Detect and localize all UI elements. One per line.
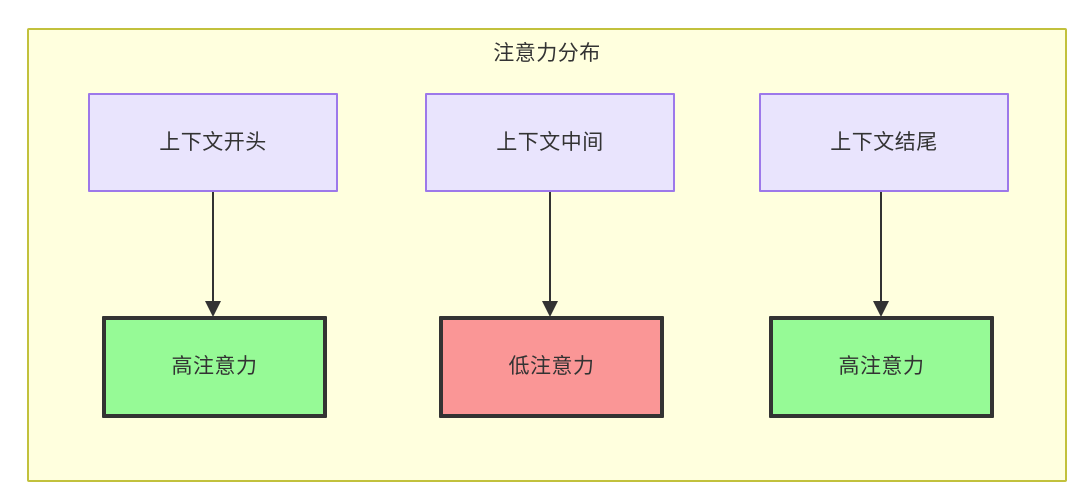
node-context-end[interactable]: 上下文结尾 bbox=[759, 93, 1009, 192]
node-high-attention-start[interactable]: 高注意力 bbox=[102, 316, 327, 418]
node-label: 上下文开头 bbox=[159, 130, 267, 154]
node-label: 高注意力 bbox=[171, 355, 258, 379]
node-context-start[interactable]: 上下文开头 bbox=[88, 93, 338, 192]
node-label: 上下文中间 bbox=[496, 130, 604, 154]
node-context-mid[interactable]: 上下文中间 bbox=[425, 93, 675, 192]
node-label: 上下文结尾 bbox=[830, 130, 938, 154]
node-label: 低注意力 bbox=[508, 355, 595, 379]
node-label: 高注意力 bbox=[838, 355, 925, 379]
subgraph-title: 注意力分布 bbox=[493, 42, 601, 65]
node-low-attention-mid[interactable]: 低注意力 bbox=[439, 316, 664, 418]
node-high-attention-end[interactable]: 高注意力 bbox=[769, 316, 994, 418]
